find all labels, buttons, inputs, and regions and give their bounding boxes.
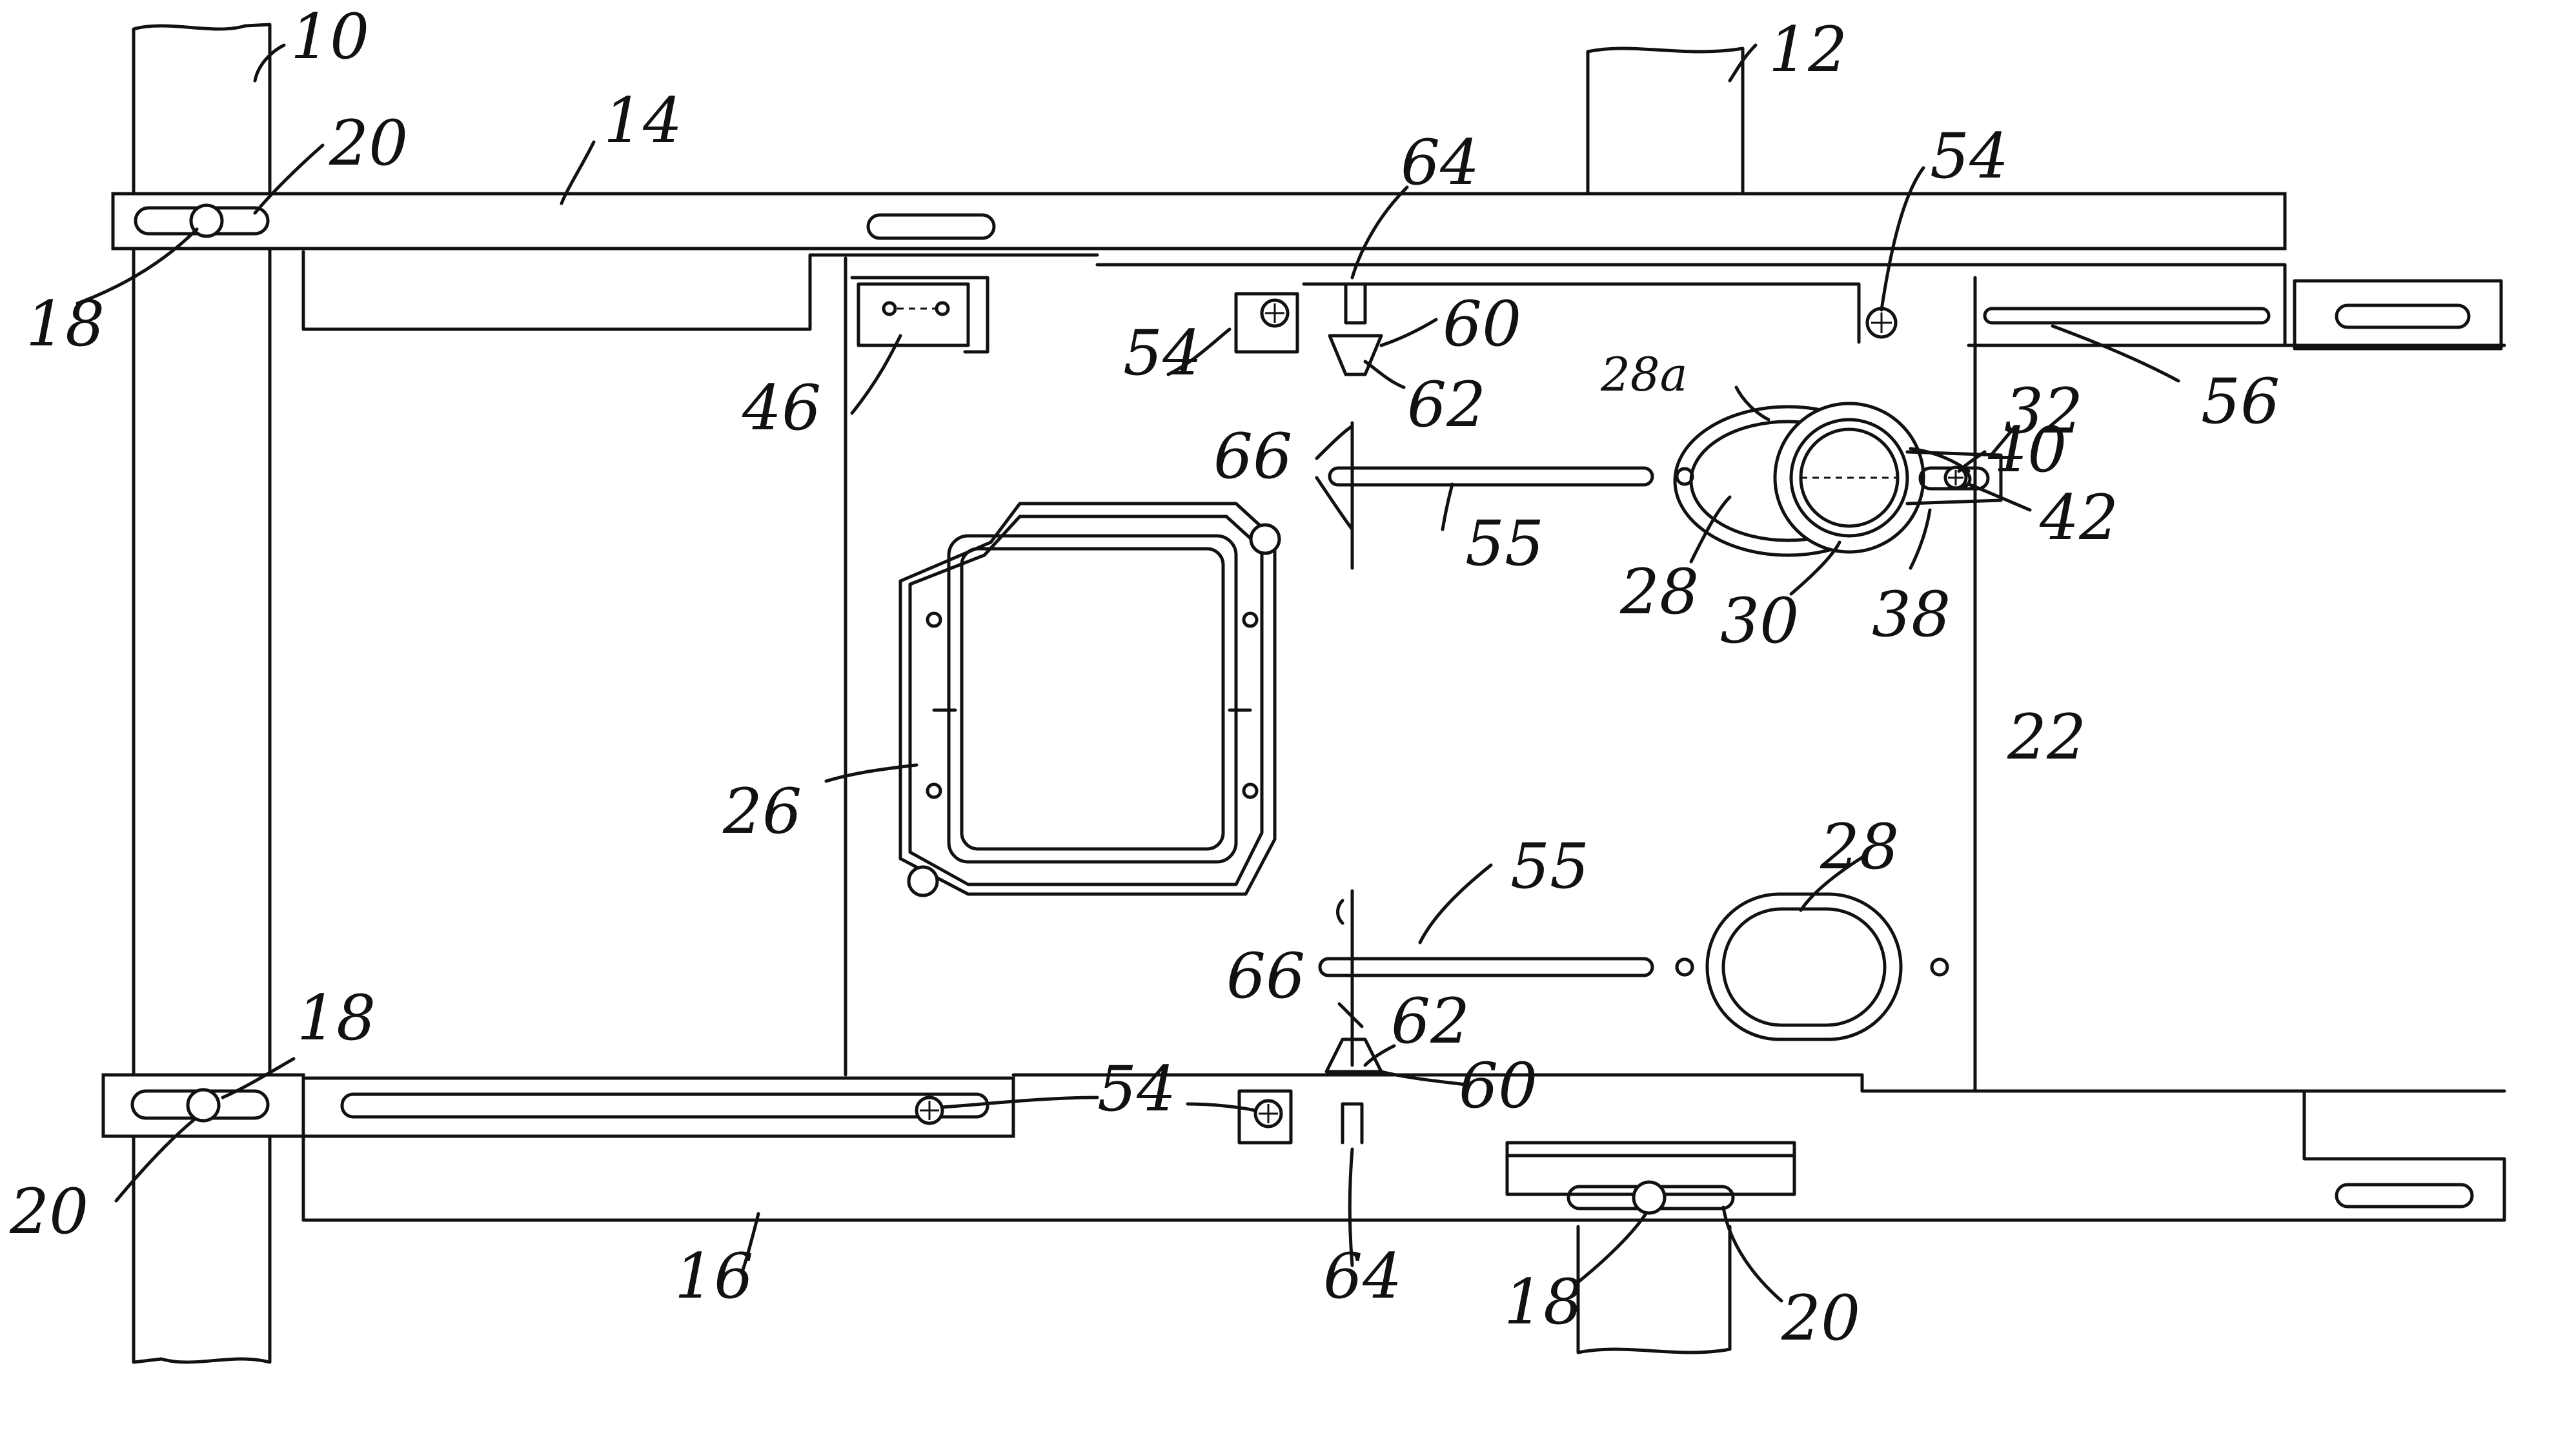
label-tab-60-top: 60 (1443, 288, 1521, 360)
label-tab-38: 38 (1872, 578, 1951, 651)
knockout-30 (1775, 403, 1923, 552)
label-fastener-bl: 18 (297, 982, 376, 1054)
label-notch-64-top: 64 (1401, 127, 1479, 199)
label-fastener-br: 18 (1504, 1266, 1583, 1338)
label-plate: 22 (2007, 701, 2086, 773)
label-opening-lower: 28 (1820, 811, 1899, 883)
label-mark-66-lower: 66 (1226, 940, 1305, 1012)
label-stud-left: 10 (290, 1, 369, 73)
junction-box (900, 504, 1279, 895)
label-knockout-30: 30 (1720, 585, 1799, 657)
label-opening-upper-a: 28a (1600, 347, 1688, 402)
label-slot-br: 20 (1781, 1282, 1860, 1354)
label-stud-right: 12 (1769, 14, 1847, 86)
screw-54-top-right (1867, 309, 1896, 337)
label-screw-54-top-right: 54 (1930, 120, 2009, 192)
right-extension-top (1969, 281, 2501, 349)
notch-64-top (1330, 284, 1381, 374)
fastener-bl (188, 1090, 219, 1121)
rail-bottom (103, 1075, 2504, 1220)
label-screw-40: 40 (1987, 414, 2067, 486)
label-opening-upper: 28 (1619, 556, 1699, 628)
label-rail-top: 14 (603, 85, 682, 157)
label-point-62-top: 62 (1407, 369, 1486, 441)
label-junction-box: 26 (722, 775, 802, 848)
label-score-upper: 55 (1465, 507, 1544, 580)
label-point-62-bottom: 62 (1391, 985, 1470, 1057)
label-screw-54-top-left: 54 (1123, 317, 1202, 389)
label-bracket-46: 46 (742, 372, 821, 444)
label-slot-bl: 20 (9, 1176, 88, 1248)
label-slot-tl: 20 (329, 107, 408, 179)
label-mark-66-upper: 66 (1213, 420, 1292, 493)
label-tab-60-bottom: 60 (1459, 1050, 1537, 1122)
fastener-br (1634, 1182, 1665, 1213)
opening-lower (1677, 894, 1947, 1039)
label-screw-42: 42 (2039, 482, 2118, 554)
screw-54-bottom-left (917, 1097, 942, 1123)
screw-54-top-left (1236, 294, 1297, 352)
screw-54-bottom-center (1239, 1091, 1291, 1143)
label-notch-64-bottom: 64 (1323, 1240, 1402, 1312)
label-score-lower: 55 (1510, 830, 1589, 903)
label-fastener-tl: 18 (26, 288, 105, 360)
label-slot-56: 56 (2201, 365, 2280, 438)
score-line-lower (1320, 891, 1692, 1065)
bracket-46 (858, 284, 968, 345)
label-screw-54-bottom-left: 54 (1097, 1053, 1176, 1125)
label-rail-bottom: 16 (674, 1240, 753, 1312)
